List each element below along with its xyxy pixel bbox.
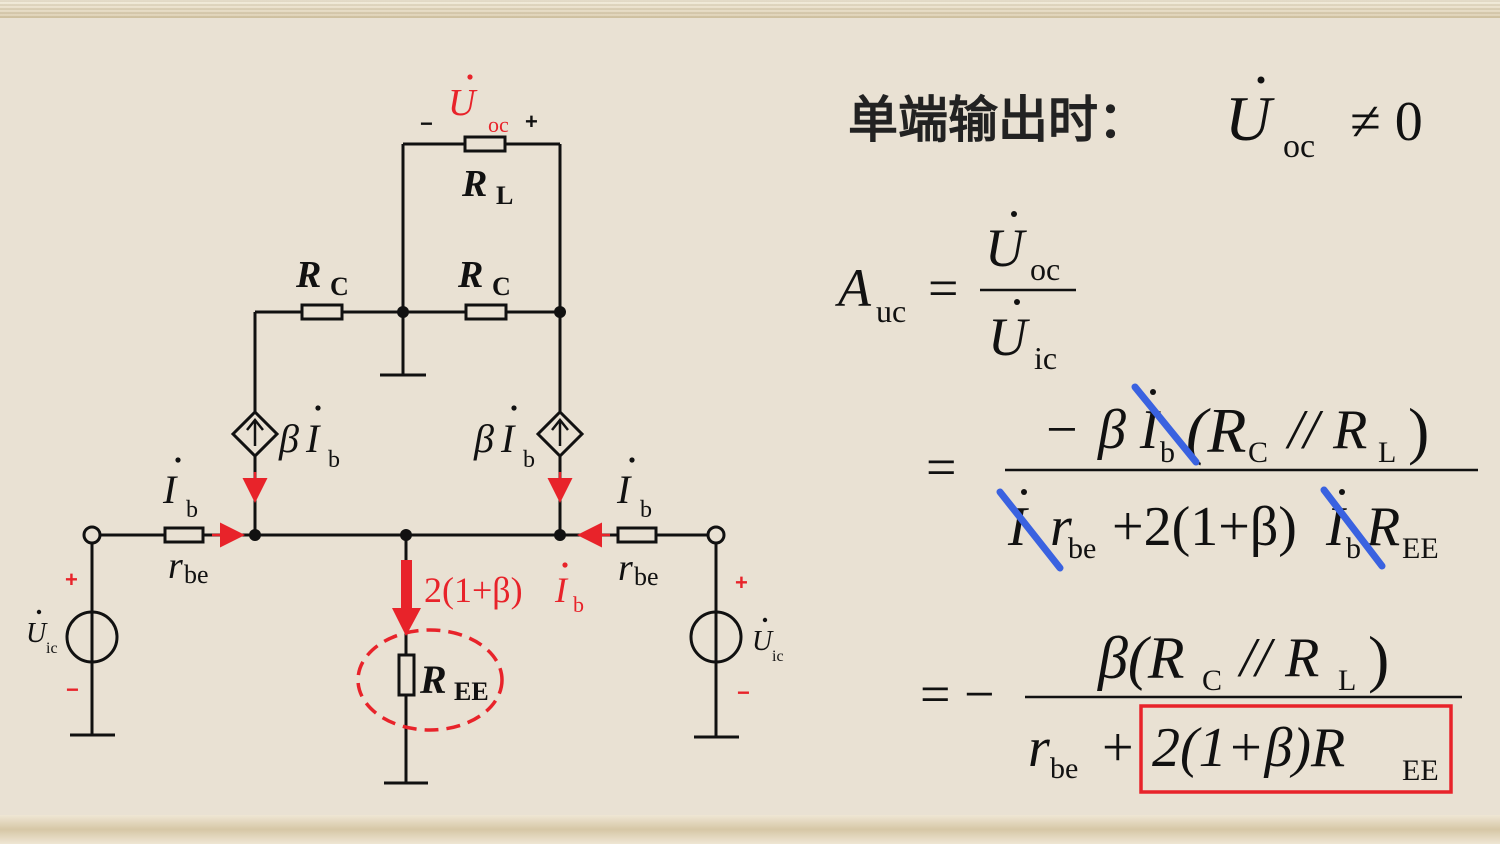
- ib-right-i: I: [616, 467, 632, 512]
- resistor-rbe-left: [163, 526, 205, 544]
- current-source-arrows: [246, 417, 569, 446]
- step2-l-sub: L: [1378, 436, 1396, 469]
- ree-current-expr: 2(1+β): [424, 570, 523, 610]
- title-uoc: U: [1225, 83, 1275, 154]
- beta-ib-left-sub: b: [328, 447, 340, 473]
- step3-den-plus: +: [1102, 717, 1134, 779]
- auc-a: A: [835, 258, 872, 318]
- uoc-plus: +: [525, 109, 538, 134]
- frac1-den-u: U: [988, 307, 1030, 367]
- resistor-rc-left: [300, 303, 344, 321]
- rl-label: R: [461, 163, 487, 205]
- ree-sub: EE: [454, 677, 489, 706]
- step3-den-ee: EE: [1402, 754, 1439, 787]
- beta-ib-left-i: I: [305, 416, 321, 461]
- resistor-rl: [463, 135, 507, 153]
- bottom-band: [0, 815, 1500, 844]
- beta-ib-left-beta: β: [278, 416, 299, 461]
- step3-parallel: // R: [1237, 627, 1319, 689]
- ree-current-arrow: [392, 560, 421, 636]
- cancel-strokes: [996, 383, 1386, 572]
- uic-left-label: U: [26, 618, 48, 649]
- step3-c-sub: C: [1202, 664, 1222, 697]
- rc-right-sub: C: [492, 272, 511, 301]
- uoc-minus: −: [420, 111, 433, 136]
- step2-ib-sub: b: [1160, 436, 1175, 469]
- step2-parallel: // R: [1285, 399, 1367, 461]
- beta-ib-right-beta: β: [473, 416, 494, 461]
- step3-den-r: r: [1028, 717, 1050, 779]
- resistor-ree: [397, 653, 416, 697]
- step2-den-r: r: [1050, 496, 1072, 558]
- uoc-label: U: [448, 82, 478, 124]
- rbe-right-sub: be: [634, 562, 659, 591]
- frac1-num-u: U: [985, 218, 1027, 278]
- terminal-right: [706, 525, 726, 545]
- rbe-left-r: r: [168, 545, 183, 587]
- step2-minus: −: [1046, 399, 1078, 461]
- uic-left-plus: +: [65, 567, 78, 592]
- uic-right-plus: +: [735, 570, 748, 595]
- rbe-right-r: r: [618, 547, 633, 589]
- uoc-dot: [467, 74, 473, 80]
- resistor-rc-right: [464, 303, 508, 321]
- beta-ib-right-i: I: [500, 416, 516, 461]
- uoc-sub: oc: [488, 112, 509, 137]
- eq-2: =: [926, 437, 956, 497]
- step2-den-mid: +2(1+β): [1112, 496, 1297, 558]
- ib-left-sub: b: [186, 497, 198, 523]
- beta-ib-right-sub: b: [523, 447, 535, 473]
- rc-left-sub: C: [330, 272, 349, 301]
- uic-right-minus: −: [737, 680, 750, 705]
- rc-right-label: R: [457, 254, 483, 296]
- uic-left-sub: ic: [46, 640, 58, 657]
- step3-l-sub: L: [1338, 664, 1356, 697]
- terminal-left: [82, 525, 102, 545]
- ib-left-i: I: [162, 467, 178, 512]
- step3-num: β(R: [1097, 625, 1185, 691]
- step3-den-box: 2(1+β)R: [1152, 717, 1345, 779]
- title-cn: 单端输出时：: [848, 91, 1148, 149]
- ree-current-i: I: [554, 570, 569, 610]
- step2-close: ): [1408, 395, 1429, 466]
- frac1-den-sub: ic: [1034, 340, 1057, 376]
- eq-1: =: [928, 258, 958, 318]
- circuit-diagram: [65, 135, 743, 785]
- resistor-rbe-right: [616, 526, 658, 544]
- step2-den-b: b: [1346, 532, 1361, 565]
- ree-highlight-ellipse: [356, 628, 504, 732]
- step2-paren-r: (R: [1186, 395, 1246, 466]
- uic-left-minus: −: [66, 677, 79, 702]
- junction-dots: [249, 306, 566, 541]
- title-neq-zero: ≠ 0: [1350, 91, 1423, 153]
- formula-area: 单端输出时： U oc ≠ 0 A uc = U oc U ic = − β I…: [835, 76, 1478, 794]
- current-arrows: [212, 472, 610, 548]
- uic-right-sub: ic: [772, 648, 784, 665]
- ib-right-sub: b: [640, 497, 652, 523]
- step2-c-sub: C: [1248, 436, 1268, 469]
- ree-current-sub: b: [573, 592, 584, 617]
- eq-3: = −: [920, 664, 994, 724]
- uic-right-label: U: [752, 626, 774, 657]
- step3-highlight-box: [1139, 704, 1453, 794]
- rc-left-label: R: [295, 254, 321, 296]
- rl-sub: L: [496, 181, 513, 210]
- ree-label: R: [419, 657, 447, 702]
- step2-den-be: be: [1068, 532, 1096, 565]
- circuit-labels: U oc R L R C R C β I b β I b I b r be I …: [26, 74, 784, 706]
- step2-den-ee: EE: [1402, 532, 1439, 565]
- auc-sub: uc: [876, 293, 906, 329]
- frac1-num-sub: oc: [1030, 251, 1060, 287]
- rbe-left-sub: be: [184, 560, 209, 589]
- step3-den-be: be: [1050, 752, 1078, 785]
- step3-close: ): [1368, 623, 1389, 694]
- title-uoc-sub: oc: [1283, 128, 1315, 165]
